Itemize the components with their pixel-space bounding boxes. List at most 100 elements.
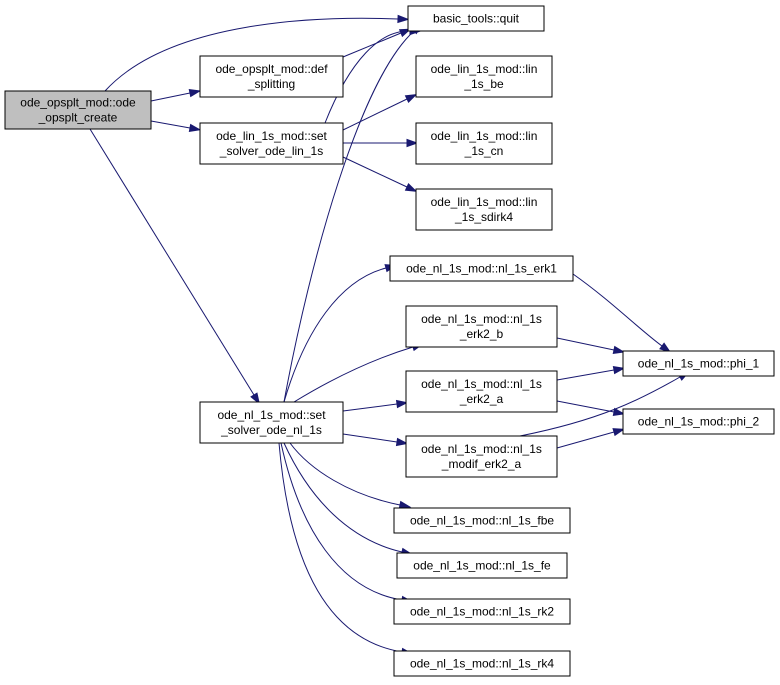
edge-setnl-to-rk2 <box>280 442 414 605</box>
node-fbe[interactable]: ode_nl_1s_mod::nl_1s_fbe <box>393 507 571 534</box>
edge-root-to-setlin <box>150 120 202 133</box>
node-box <box>405 370 558 413</box>
edge-root-to-setnl <box>89 128 261 405</box>
arrowhead-icon <box>404 182 418 192</box>
edge-line <box>342 32 402 58</box>
edge-line <box>283 442 403 553</box>
edge-line <box>572 273 663 347</box>
node-label: ode_nl_1s_mod::set <box>217 408 326 422</box>
arrowhead-icon <box>188 88 202 98</box>
arrowhead-icon <box>406 138 419 148</box>
node-label: _splitting <box>247 77 295 91</box>
function-nodes: ode_opsplt_mod::ode_opsplt_create basic_t… <box>4 5 775 677</box>
node-box <box>393 650 571 677</box>
edge-moderk2a-to-phi2 <box>556 428 626 449</box>
node-rk2[interactable]: ode_nl_1s_mod::nl_1s_rk2 <box>393 598 571 625</box>
node-label: _1s_cn <box>464 144 504 158</box>
edge-line <box>89 128 255 396</box>
edge-line <box>283 267 387 403</box>
node-box <box>199 122 344 165</box>
edge-setnl-to-moderk2a <box>342 433 409 447</box>
edge-line <box>150 120 191 129</box>
edge-line <box>104 17 399 92</box>
edge-line <box>556 431 615 449</box>
edge-line <box>324 30 411 124</box>
node-label: ode_lin_1s_mod::lin <box>431 195 538 209</box>
edge-line <box>556 400 615 413</box>
node-fe[interactable]: ode_nl_1s_mod::nl_1s_fe <box>396 552 568 579</box>
node-box <box>4 90 152 130</box>
edge-erk2a-to-phi2 <box>556 400 626 417</box>
edge-erk1-to-phi1 <box>572 273 672 353</box>
node-phi1[interactable]: ode_nl_1s_mod::phi_1 <box>622 350 775 377</box>
node-linbe[interactable]: ode_lin_1s_mod::lin_1s_be <box>415 55 553 98</box>
node-label: ode_lin_1s_mod::lin <box>431 129 538 143</box>
node-setnl[interactable]: ode_nl_1s_mod::set_solver_ode_nl_1s <box>199 401 344 444</box>
node-label: _1s_sdirk4 <box>454 210 513 224</box>
node-box <box>407 5 545 32</box>
edge-setnl-to-erk2b <box>293 343 425 403</box>
edge-line <box>283 30 415 403</box>
node-root[interactable]: ode_opsplt_mod::ode_opsplt_create <box>4 90 152 130</box>
edge-setlin-to-linbe <box>342 93 418 131</box>
node-label: _modif_erk2_a <box>441 457 522 471</box>
node-box <box>415 122 553 165</box>
arrowhead-icon <box>397 14 410 24</box>
edge-setnl-to-fe <box>283 442 414 556</box>
node-erk1[interactable]: ode_nl_1s_mod::nl_1s_erk1 <box>389 255 574 282</box>
arrowhead-icon <box>395 399 409 409</box>
node-quit[interactable]: basic_tools::quit <box>407 5 545 32</box>
node-label: ode_nl_1s_mod::phi_1 <box>638 357 760 371</box>
edge-root-to-quit <box>104 14 410 92</box>
node-phi2[interactable]: ode_nl_1s_mod::phi_2 <box>622 408 775 435</box>
node-box <box>622 408 775 435</box>
node-box <box>405 305 558 348</box>
node-box <box>396 552 568 579</box>
node-label: ode_nl_1s_mod::nl_1s <box>421 442 542 456</box>
edge-line <box>556 337 615 351</box>
node-label: ode_nl_1s_mod::nl_1s <box>421 312 542 326</box>
edge-line <box>280 442 403 601</box>
node-label: ode_lin_1s_mod::set <box>216 129 327 143</box>
node-label: ode_nl_1s_mod::nl_1s_fbe <box>410 514 554 528</box>
node-label: _1s_be <box>463 77 504 91</box>
node-label: _solver_ode_nl_1s <box>220 423 322 437</box>
edge-setlin-to-linsdirk <box>342 156 418 192</box>
node-box <box>622 350 775 377</box>
node-label: ode_nl_1s_mod::nl_1s_rk2 <box>410 605 554 619</box>
arrowhead-icon <box>250 392 261 405</box>
call-edges <box>89 14 690 657</box>
node-label: _erk2_a <box>459 392 504 406</box>
node-erk2b[interactable]: ode_nl_1s_mod::nl_1s_erk2_b <box>405 305 558 348</box>
node-moderk2a[interactable]: ode_nl_1s_mod::nl_1s_modif_erk2_a <box>405 435 558 478</box>
edge-root-to-defsplit <box>150 88 202 102</box>
arrowhead-icon <box>398 500 412 510</box>
edge-setnl-to-erk2a <box>342 399 409 412</box>
edge-setnl-to-fbe <box>289 442 412 510</box>
node-box <box>415 55 553 98</box>
node-box <box>393 507 571 534</box>
edge-line <box>342 98 408 131</box>
node-linsdirk[interactable]: ode_lin_1s_mod::lin_1s_sdirk4 <box>415 188 553 231</box>
arrowhead-icon <box>612 407 626 417</box>
arrowhead-icon <box>659 342 672 353</box>
arrowhead-icon <box>612 345 626 355</box>
node-erk2a[interactable]: ode_nl_1s_mod::nl_1s_erk2_a <box>405 370 558 413</box>
node-rk4[interactable]: ode_nl_1s_mod::nl_1s_rk4 <box>393 650 571 677</box>
edge-line <box>278 442 403 653</box>
edge-line <box>556 369 615 381</box>
edge-line <box>342 156 408 188</box>
node-label: ode_opsplt_mod::ode <box>20 96 136 110</box>
node-lincn[interactable]: ode_lin_1s_mod::lin_1s_cn <box>415 122 553 165</box>
node-label: ode_opsplt_mod::def <box>215 62 328 76</box>
edge-line <box>150 92 191 102</box>
edge-erk2a-to-phi1 <box>556 365 626 381</box>
arrowhead-icon <box>612 428 626 437</box>
edge-line <box>289 442 401 506</box>
node-defsplit[interactable]: ode_opsplt_mod::def_splitting <box>199 55 344 98</box>
node-box <box>199 55 344 98</box>
node-setlin[interactable]: ode_lin_1s_mod::set_solver_ode_lin_1s <box>199 122 344 165</box>
arrowhead-icon <box>188 123 202 133</box>
node-label: ode_nl_1s_mod::phi_2 <box>638 415 760 429</box>
